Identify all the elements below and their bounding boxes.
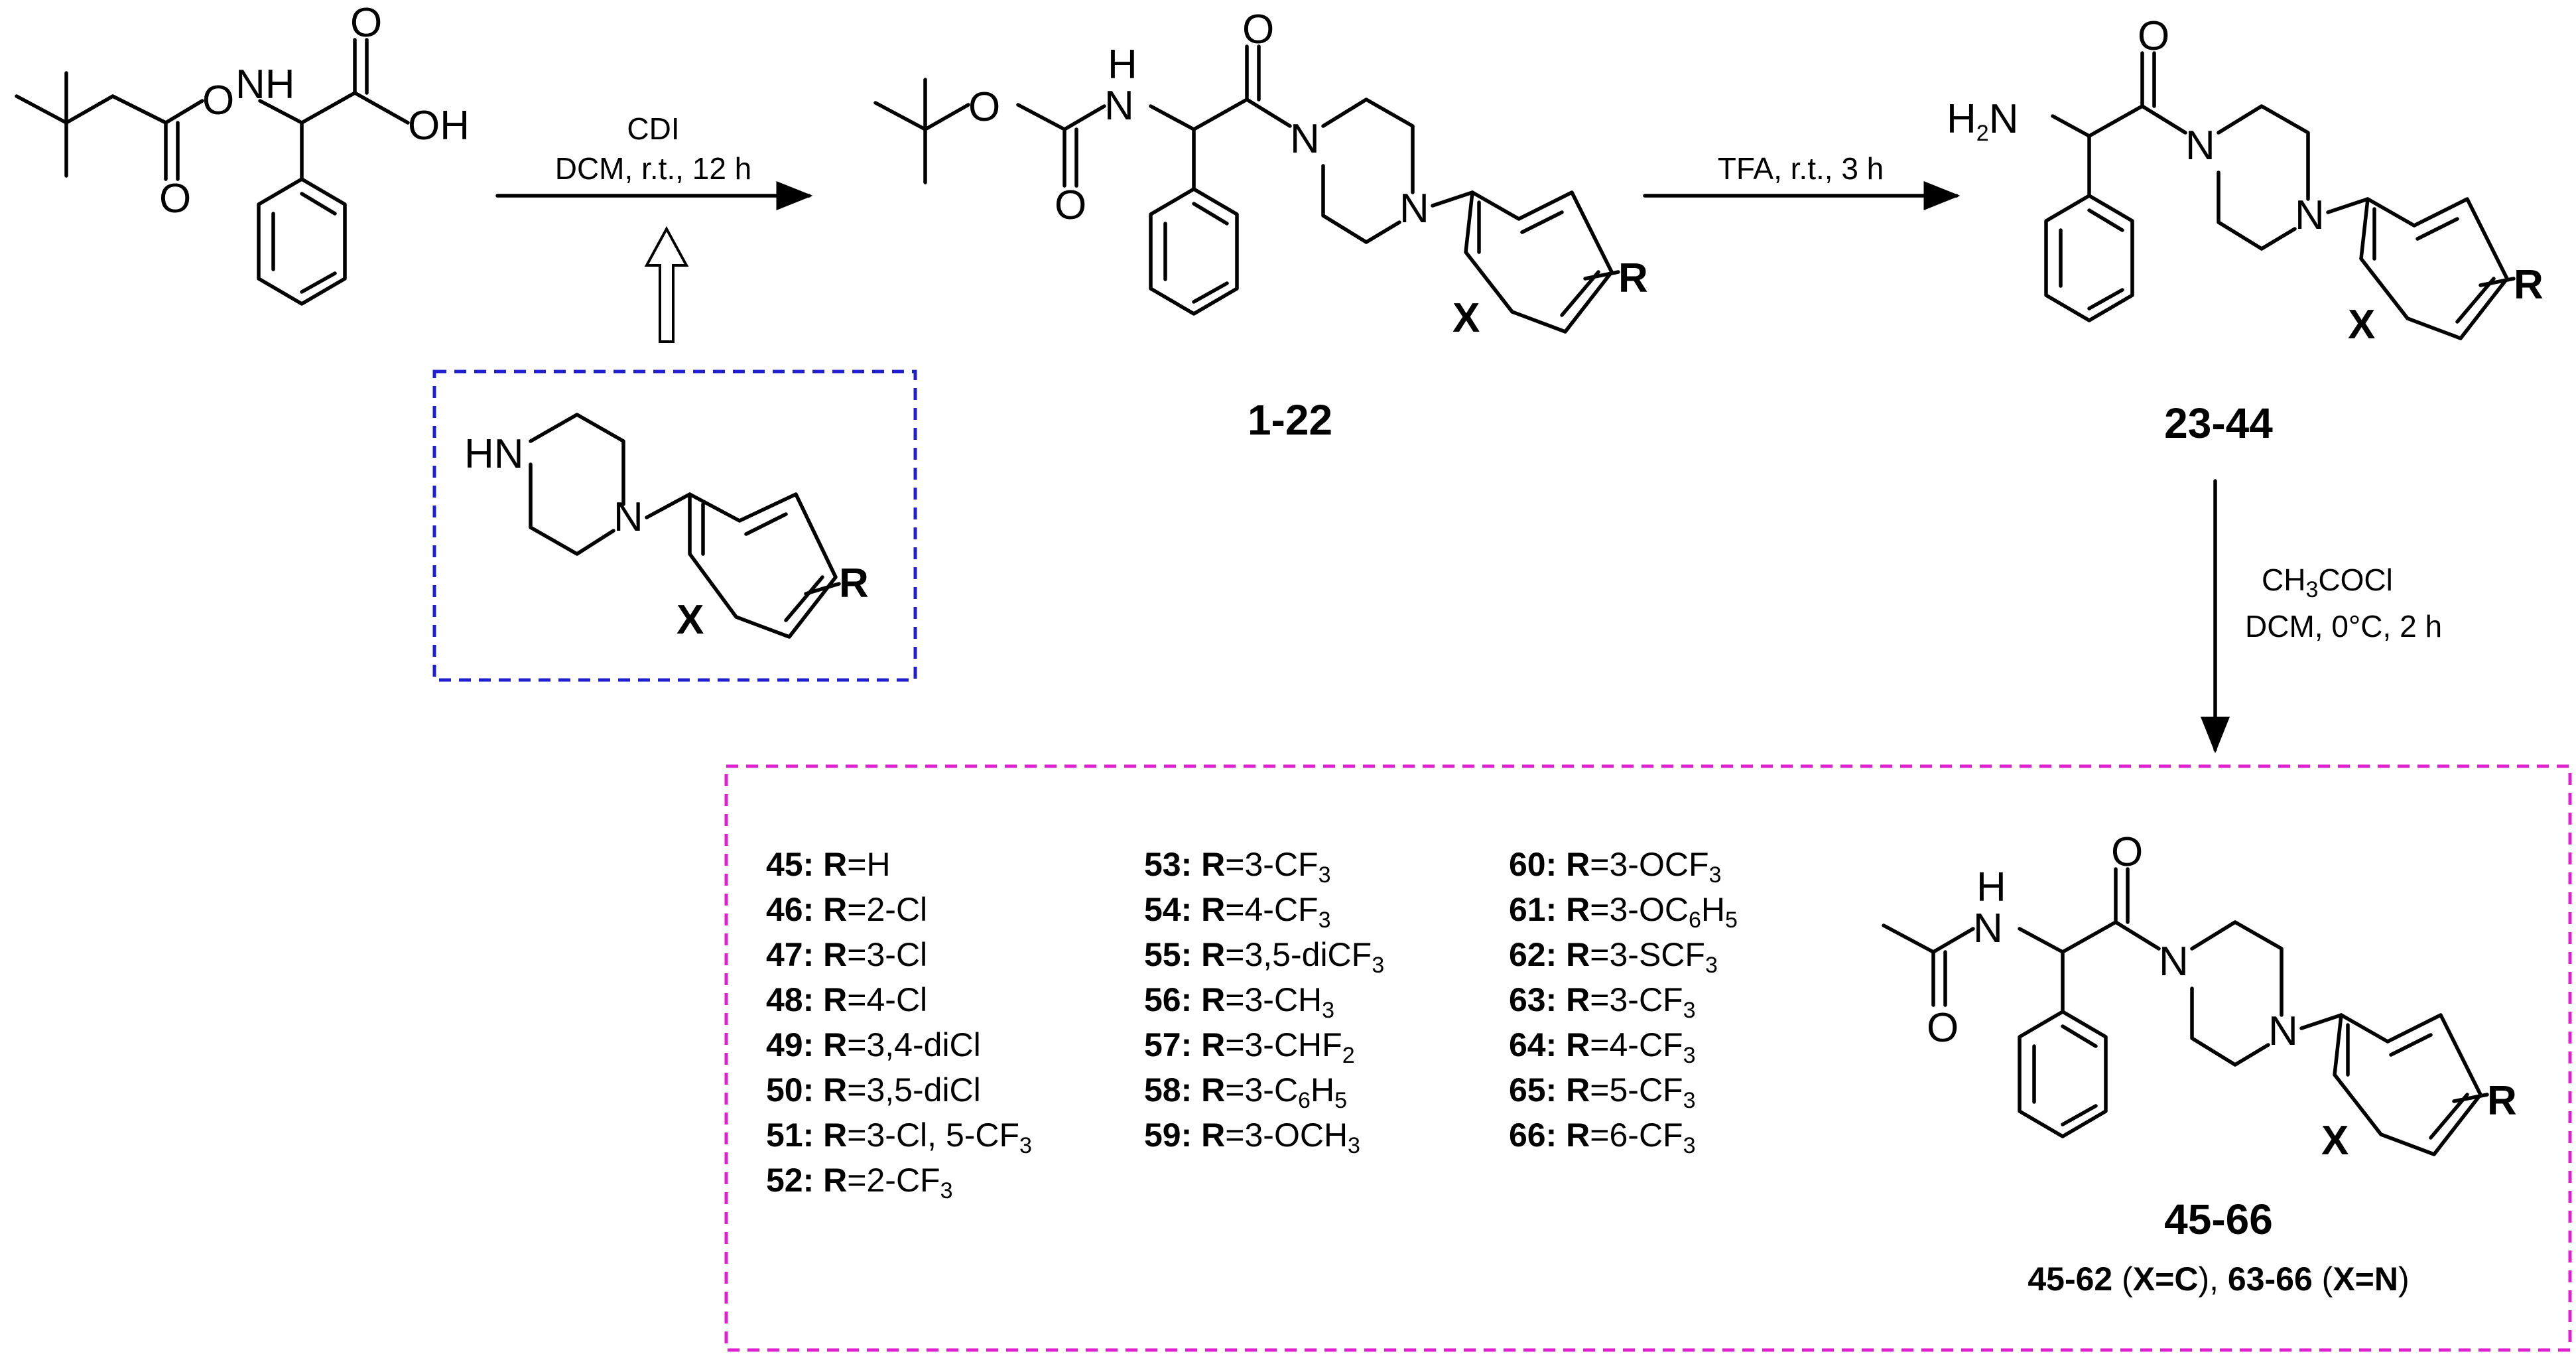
compound-number: 62: — [1509, 936, 1557, 973]
amine-intermediate-structure: H2N O N N X R — [1947, 13, 2544, 348]
compound-number: 48: — [766, 981, 814, 1018]
substituent-entry: 54: R=4-CF3 — [1144, 891, 1331, 933]
substituent-entry: 51: R=3-Cl, 5-CF3 — [766, 1117, 1032, 1158]
atom-n: N — [2185, 123, 2215, 169]
atom-n: N — [2159, 939, 2189, 984]
svg-text:H2N: H2N — [1947, 96, 2018, 146]
atom-o: O — [1927, 1005, 1959, 1051]
atom-r: R — [2514, 262, 2544, 308]
conditions-step1: DCM, r.t., 12 h — [555, 151, 752, 186]
compound-number: 63: — [1509, 981, 1557, 1018]
substituent-entry: 58: R=3-C6H5 — [1144, 1071, 1347, 1113]
substituent-entry: 45: R=H — [766, 846, 891, 883]
atom-x: X — [2348, 302, 2375, 348]
compound-label-1-22: 1-22 — [1248, 396, 1332, 444]
atom-o: O — [350, 0, 382, 46]
atom-h: H — [1947, 96, 1976, 142]
atom-o: O — [2138, 13, 2169, 59]
arylpiperazine-structure: HN N X R — [464, 413, 869, 643]
atom-nh: NH — [235, 62, 295, 107]
substituent-entry: 57: R=3-CHF2 — [1144, 1026, 1355, 1068]
acetamide-product-structure: N H O O N N X R — [1882, 829, 2517, 1164]
reagent-cdi: CDI — [627, 111, 679, 146]
substituent-table: 45: R=H 46: R=2-Cl 47: R=3-Cl 48: R=4-Cl 49:… — [766, 846, 1738, 1203]
compound-number: 51: — [766, 1117, 814, 1154]
compound-number: 46: — [766, 891, 814, 928]
substituent-entry: 60: R=3-OCF3 — [1509, 846, 1721, 888]
atom-n: N — [1290, 116, 1320, 162]
atom-x: X — [2321, 1118, 2349, 1164]
substituent-entry: 53: R=3-CF3 — [1144, 846, 1331, 888]
atom-n: N — [2295, 192, 2325, 238]
atom-n: N — [2268, 1008, 2298, 1054]
atom-hn: HN — [464, 431, 524, 477]
conditions-step2: TFA, r.t., 3 h — [1718, 151, 1884, 186]
atom-h: H — [1976, 864, 2006, 910]
boc-phenylglycine-structure: O NH O O OH — [15, 0, 470, 306]
subscript-2: 2 — [1976, 121, 1989, 146]
product-box — [724, 764, 2572, 1352]
atom-n: N — [1399, 186, 1429, 232]
compound-number: 61: — [1509, 891, 1557, 928]
hollow-arrow — [644, 226, 689, 343]
compound-label-45-66: 45-66 — [2164, 1195, 2273, 1243]
atom-x: X — [676, 597, 704, 643]
atom-n: N — [613, 494, 643, 540]
atom-oh: OH — [408, 103, 470, 149]
substituent-entry: 55: R=3,5-diCF3 — [1144, 936, 1384, 978]
atom-x: X — [1452, 295, 1480, 341]
atom-h: H — [1108, 42, 1137, 88]
compound-number: 54: — [1144, 891, 1192, 928]
compound-number: 60: — [1509, 846, 1557, 883]
substituent-entry: 61: R=3-OC6H5 — [1509, 891, 1738, 933]
atom-o: O — [202, 78, 234, 123]
compound-number: 59: — [1144, 1117, 1192, 1154]
substituent-entry: 62: R=3-SCF3 — [1509, 936, 1718, 978]
atom-o: O — [159, 176, 191, 222]
atom-r: R — [2487, 1078, 2517, 1124]
svg-text:CH3COCl: CH3COCl — [2262, 563, 2393, 602]
atom-r: R — [1618, 255, 1648, 301]
substituent-entry: 50: R=3,5-diCl — [766, 1071, 981, 1109]
atom-o: O — [968, 84, 1000, 130]
compound-number: 65: — [1509, 1071, 1557, 1109]
atom-r: R — [839, 561, 869, 606]
compound-number: 57: — [1144, 1026, 1192, 1063]
atom-o: O — [1242, 7, 1274, 52]
substituent-entry: 49: R=3,4-diCl — [766, 1026, 981, 1063]
compound-number: 66: — [1509, 1117, 1557, 1154]
atom-n: N — [1989, 96, 2019, 142]
substituent-entry: 64: R=4-CF3 — [1509, 1026, 1696, 1068]
substituent-entry: 59: R=3-OCH3 — [1144, 1117, 1360, 1158]
compound-number: 52: — [766, 1162, 814, 1199]
atom-o: O — [2111, 829, 2143, 875]
boc-intermediate-structure: O O N H O N N X R — [873, 7, 1648, 341]
conditions-step3: DCM, 0°C, 2 h — [2245, 609, 2442, 644]
reagent-acetyl-chloride: CH — [2262, 563, 2305, 597]
atom-n: N — [1104, 83, 1134, 129]
substituent-entry: 48: R=4-Cl — [766, 981, 927, 1018]
substituent-entry: 66: R=6-CF3 — [1509, 1117, 1696, 1158]
substituent-entry: 47: R=3-Cl — [766, 936, 927, 973]
compound-number: 47: — [766, 936, 814, 973]
compound-label-23-44: 23-44 — [2164, 399, 2273, 447]
substituent-entry: 65: R=5-CF3 — [1509, 1071, 1696, 1113]
compound-number: 64: — [1509, 1026, 1557, 1063]
substituent-entry: 52: R=2-CF3 — [766, 1162, 953, 1203]
compound-number: 56: — [1144, 981, 1192, 1018]
x-assignment-caption: 45-62 (X=C), 63-66 (X=N) — [2028, 1260, 2409, 1298]
compound-number: 45: — [766, 846, 814, 883]
compound-number: 55: — [1144, 936, 1192, 973]
substituent-entry: 46: R=2-Cl — [766, 891, 927, 928]
atom-n: N — [1973, 906, 2003, 951]
atom-o: O — [1055, 182, 1086, 228]
compound-number: 49: — [766, 1026, 814, 1063]
compound-number: 58: — [1144, 1071, 1192, 1109]
compound-number: 53: — [1144, 846, 1192, 883]
substituent-entry: 63: R=3-CF3 — [1509, 981, 1696, 1023]
substituent-entry: 56: R=3-CH3 — [1144, 981, 1334, 1023]
compound-number: 50: — [766, 1071, 814, 1109]
reagent-box — [432, 370, 917, 682]
